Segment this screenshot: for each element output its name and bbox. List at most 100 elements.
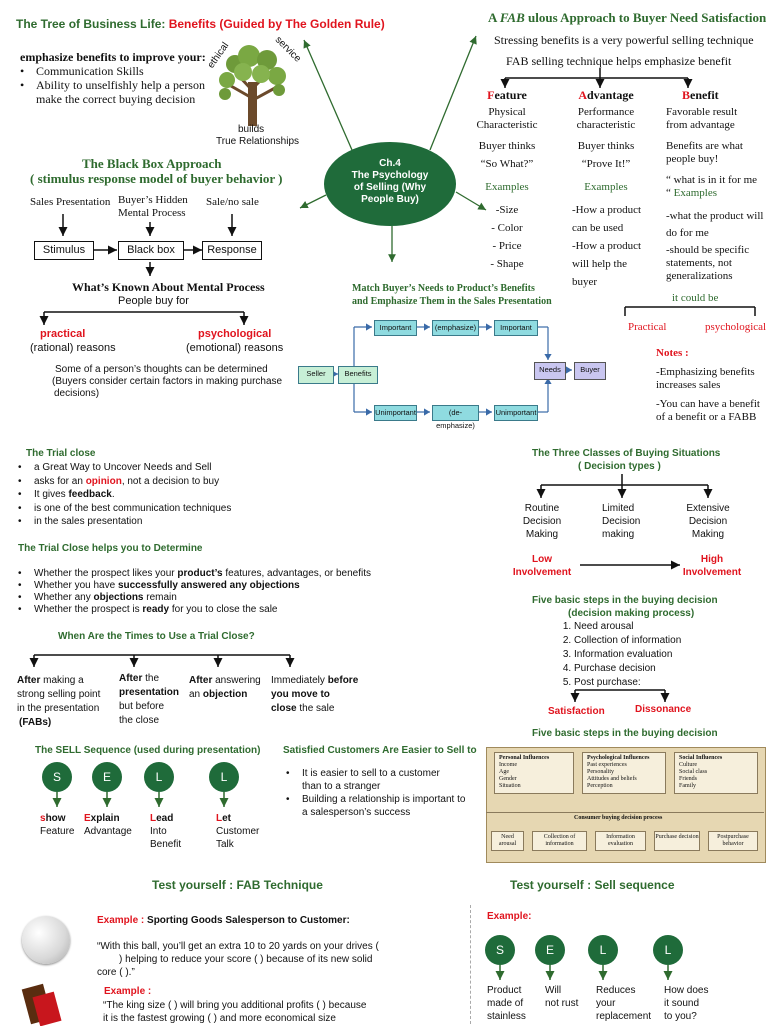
list-item: Ability to unselfishly help a person mak… xyxy=(18,78,208,106)
blackbox-note-2: (Buyers consider certain factors in maki… xyxy=(52,376,283,387)
feature-line-1: Physical xyxy=(488,106,526,118)
time2-c: presentation xyxy=(119,687,180,698)
quote-line-1: “With this ball, you’ll get an extra 10 … xyxy=(97,941,379,952)
high-2: Involvement xyxy=(682,567,742,578)
time1-d: in the presentation xyxy=(17,703,100,714)
process-step: Need arousal xyxy=(491,831,524,851)
fab-feature-column: Feature Physical Characteristic Buyer th… xyxy=(468,89,546,273)
determine-3b: ready xyxy=(142,604,170,615)
test-c2: not rust xyxy=(545,998,579,1009)
advantage-initial: A xyxy=(578,88,587,102)
note-line: -Emphasizing benefits xyxy=(656,366,755,378)
process-step: Purchase decision xyxy=(654,831,700,851)
feature-line-3: Buyer thinks xyxy=(478,140,536,152)
social-item: Social class xyxy=(679,769,708,775)
emotional-label: (emotional) reasons xyxy=(186,342,284,354)
time4-d: close xyxy=(271,703,297,714)
trial-item-4a: in the sales presentation xyxy=(34,516,143,527)
psych-item: Past experiences xyxy=(587,762,627,768)
benefit-example: -should be specific xyxy=(666,244,750,256)
sell-show-l2: Feature xyxy=(40,826,75,837)
blackbox-col-3: Sale/no sale xyxy=(206,196,259,208)
trial-item-3a: is one of the best communication techniq… xyxy=(34,502,232,514)
determine-list: Whether the prospect likes your product’… xyxy=(16,568,376,616)
test-c4: to you? xyxy=(664,1011,697,1022)
test-circle-e: E xyxy=(535,935,565,965)
benefit-examples-label: Examples xyxy=(673,187,718,199)
sell-lead-l3: Benefit xyxy=(150,839,182,850)
blackbox-title: The Black Box Approach xyxy=(82,156,222,171)
determine-0a: Whether the prospect likes your xyxy=(34,568,178,579)
sell-lead-rest: ead xyxy=(156,813,174,824)
satisfaction-label: Satisfaction xyxy=(548,706,605,717)
golf-ball-icon xyxy=(22,916,70,964)
time-option-2: After the presentation but before the cl… xyxy=(119,672,189,728)
quote-line-2: ) helping to reduce your score ( ) becau… xyxy=(119,954,373,965)
center-topic: Ch.4 The Psychology of Selling (Why Peop… xyxy=(324,142,456,226)
low-2: Involvement xyxy=(512,567,572,578)
list-item: Whether any objections remain xyxy=(16,592,376,604)
feature-line-2: Characteristic xyxy=(476,119,538,131)
section-divider xyxy=(470,905,472,1024)
benefit-initial: B xyxy=(682,88,691,102)
five-title-3: Five basic steps in the buying decision xyxy=(532,728,718,739)
benefit-example: -what the product will xyxy=(666,210,764,222)
psych-influences: Psychological Influences Past experience… xyxy=(582,752,666,794)
feature-line-4: “So What?” xyxy=(480,158,534,170)
determine-title: The Trial Close helps you to Determine xyxy=(18,543,203,554)
times-title: When Are the Times to Use a Trial Close? xyxy=(58,631,255,642)
benefit-heading: Benefit xyxy=(666,89,768,102)
time2-a: After xyxy=(119,673,143,684)
sell-lead-first: L xyxy=(150,813,157,824)
satisfied-2b: a salesperson’s success xyxy=(302,807,411,818)
list-item: It gives feedback. xyxy=(16,488,276,502)
needs-box: Needs xyxy=(534,362,566,380)
blackbox-note-1: Some of a person’s thoughts can be deter… xyxy=(55,364,268,375)
determine-2c: remain xyxy=(143,592,177,603)
center-line-2: The Psychology xyxy=(351,170,429,181)
low-1: Low xyxy=(532,554,552,565)
psychological-label: psychological xyxy=(198,328,272,340)
list-item: Whether you have successfully answered a… xyxy=(16,580,376,592)
list-item: Whether the prospect is ready for you to… xyxy=(16,604,376,616)
advantage-heading: Advantage xyxy=(566,89,646,102)
social-influences: Social Influences Culture Social class F… xyxy=(674,752,758,794)
benefit-line-3: Benefits are what xyxy=(666,140,743,152)
test-sell-title: Test yourself : Sell sequence xyxy=(510,878,675,892)
sell-title: The SELL Sequence (used during presentat… xyxy=(35,745,261,756)
time1-a: After xyxy=(17,675,41,686)
deemphasize-box: (de-emphasize) xyxy=(432,405,479,430)
advantage-example: -How a product xyxy=(572,240,642,252)
fab-title-a: A xyxy=(488,10,500,25)
tree-title-a: The Tree of Business Life: xyxy=(16,17,169,31)
trial-item-0a: a Great Way to Uncover Needs and Sell xyxy=(34,462,212,473)
time4-a: Immediately xyxy=(271,675,328,686)
black-box: Black box xyxy=(118,241,184,260)
time-option-4: Immediately before you move to close the… xyxy=(271,674,371,716)
blackbox-col-2a: Buyer’s Hidden xyxy=(118,194,188,206)
test-c3: your xyxy=(596,998,616,1009)
sell-explain-l2: Advantage xyxy=(84,826,132,837)
test-circle-l1: L xyxy=(588,935,618,965)
personal-influences: Personal Influences Income Age Gender Si… xyxy=(494,752,574,794)
benefit-example: do for me xyxy=(666,227,709,239)
advantage-line-1: Performance xyxy=(577,106,635,118)
satisfied-1a: It is easier to sell to a customer xyxy=(302,768,440,779)
routine-2: Decision xyxy=(522,516,562,527)
determine-1a: Whether you have xyxy=(34,580,118,591)
blackbox-col-1: Sales Presentation xyxy=(30,196,111,208)
test-fab-quote: “With this ball, you’ll get an extra 10 … xyxy=(97,940,437,979)
advantage-line-3: Buyer thinks xyxy=(577,140,635,152)
unimportant-box-1: Unimportant xyxy=(374,405,417,421)
sell-show-rest: how xyxy=(45,813,66,824)
benefit-psychological: psychological xyxy=(705,321,767,333)
test-c1: made of xyxy=(487,998,524,1009)
time2-d: but before xyxy=(119,701,165,712)
note-line: -You can have a benefit xyxy=(656,398,760,410)
test-fab-title: Test yourself : FAB Technique xyxy=(152,878,323,892)
important-box-2: Important xyxy=(494,320,538,336)
